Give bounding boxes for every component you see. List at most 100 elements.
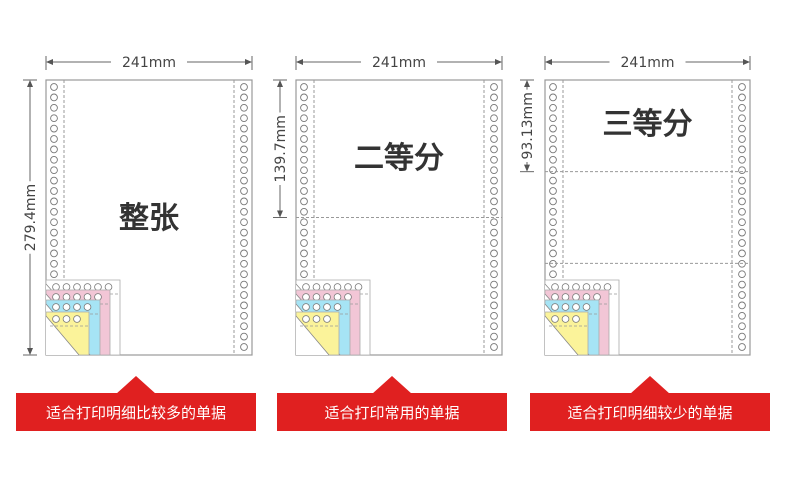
sprocket-hole bbox=[738, 187, 746, 195]
sprocket-hole bbox=[549, 135, 557, 143]
sprocket-hole bbox=[73, 303, 81, 311]
sprocket-hole bbox=[312, 303, 321, 311]
caption-text: 适合打印明细较少的单据 bbox=[567, 404, 732, 422]
sprocket-hole bbox=[62, 283, 71, 291]
sprocket-hole bbox=[302, 303, 310, 311]
banner-pointer bbox=[372, 376, 412, 394]
sprocket-hole bbox=[738, 207, 746, 216]
sprocket-hole bbox=[50, 176, 58, 185]
sprocket-hole bbox=[738, 291, 746, 299]
sprocket-hole bbox=[240, 155, 248, 164]
sprocket-hole bbox=[490, 239, 498, 247]
sprocket-hole bbox=[300, 176, 308, 185]
sprocket-hole bbox=[549, 145, 557, 154]
sprocket-hole bbox=[561, 283, 570, 291]
sprocket-hole bbox=[738, 239, 746, 247]
sprocket-hole bbox=[333, 283, 342, 291]
sprocket-hole bbox=[240, 322, 248, 331]
sprocket-hole bbox=[738, 135, 746, 143]
sprocket-hole bbox=[50, 145, 58, 154]
sprocket-hole bbox=[490, 259, 498, 268]
sprocket-hole bbox=[582, 293, 591, 301]
sprocket-hole bbox=[240, 166, 248, 175]
sprocket-hole bbox=[312, 293, 321, 301]
sprocket-hole bbox=[738, 218, 746, 227]
sprocket-hole bbox=[240, 103, 248, 112]
sprocket-hole bbox=[572, 283, 580, 291]
sprocket-hole bbox=[344, 283, 352, 291]
sprocket-hole bbox=[240, 114, 248, 123]
sprocket-hole bbox=[302, 283, 310, 291]
sprocket-hole bbox=[240, 291, 248, 299]
sprocket-hole bbox=[73, 315, 81, 323]
sprocket-hole bbox=[50, 228, 58, 237]
sprocket-hole bbox=[83, 283, 92, 291]
fold-edge bbox=[295, 315, 330, 356]
sprocket-hole bbox=[549, 83, 557, 91]
sprocket-hole bbox=[490, 166, 498, 175]
fold-edge bbox=[544, 315, 579, 356]
banner-pointer bbox=[116, 376, 156, 394]
height-label: 139.7mm bbox=[273, 115, 289, 182]
sprocket-hole bbox=[50, 218, 58, 227]
sprocket-hole bbox=[240, 176, 248, 185]
carbon-copy-layers bbox=[295, 279, 371, 356]
caption-text: 适合打印明细比较多的单据 bbox=[46, 404, 226, 422]
sprocket-hole bbox=[240, 301, 248, 310]
sprocket-hole bbox=[549, 239, 557, 247]
section-title: 二等分 bbox=[354, 141, 444, 176]
sprocket-hole bbox=[323, 315, 331, 323]
sprocket-hole bbox=[490, 249, 498, 258]
sprocket-hole bbox=[300, 93, 308, 102]
caption-banner bbox=[277, 393, 507, 431]
sprocket-hole bbox=[738, 197, 746, 206]
width-label: 241mm bbox=[122, 55, 176, 71]
sprocket-hole bbox=[323, 303, 331, 311]
sprocket-hole bbox=[572, 315, 580, 323]
sprocket-hole bbox=[572, 293, 580, 301]
sprocket-hole bbox=[738, 311, 746, 320]
sprocket-hole bbox=[738, 332, 746, 341]
sprocket-hole bbox=[50, 93, 58, 102]
width-label: 241mm bbox=[372, 55, 426, 71]
sprocket-hole bbox=[94, 283, 102, 291]
sprocket-hole bbox=[300, 103, 308, 112]
sprocket-hole bbox=[62, 303, 71, 311]
sprocket-hole bbox=[302, 293, 310, 301]
section-title: 三等分 bbox=[603, 107, 693, 142]
sprocket-hole bbox=[738, 270, 746, 279]
sprocket-hole bbox=[549, 187, 557, 195]
sprocket-hole bbox=[549, 270, 557, 279]
sprocket-hole bbox=[738, 114, 746, 123]
sprocket-hole bbox=[738, 166, 746, 175]
sprocket-hole bbox=[300, 155, 308, 164]
sprocket-hole bbox=[240, 135, 248, 143]
sprocket-hole bbox=[240, 259, 248, 268]
sprocket-hole bbox=[738, 322, 746, 331]
sprocket-hole bbox=[62, 293, 71, 301]
sprocket-hole bbox=[240, 207, 248, 216]
sprocket-hole bbox=[240, 145, 248, 154]
sprocket-hole bbox=[50, 114, 58, 123]
carbon-copy-layers bbox=[544, 279, 620, 356]
sprocket-hole bbox=[490, 332, 498, 341]
sprocket-hole bbox=[561, 293, 570, 301]
sprocket-hole bbox=[549, 228, 557, 237]
sprocket-hole bbox=[300, 124, 308, 133]
sprocket-hole bbox=[300, 135, 308, 143]
sprocket-hole bbox=[240, 218, 248, 227]
sprocket-hole bbox=[240, 187, 248, 195]
sprocket-hole bbox=[549, 103, 557, 112]
sprocket-hole bbox=[300, 166, 308, 175]
fold-edge bbox=[45, 315, 80, 356]
sprocket-hole bbox=[490, 124, 498, 133]
sprocket-hole bbox=[490, 301, 498, 310]
sprocket-hole bbox=[490, 187, 498, 195]
sprocket-hole bbox=[50, 249, 58, 258]
sprocket-hole bbox=[94, 293, 102, 301]
sprocket-hole bbox=[50, 166, 58, 175]
sprocket-hole bbox=[549, 249, 557, 258]
sprocket-hole bbox=[490, 343, 498, 351]
